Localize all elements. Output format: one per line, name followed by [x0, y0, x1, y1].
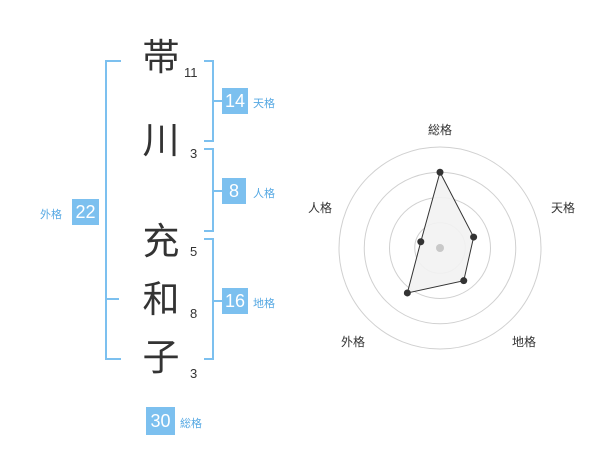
- jinkaku-connector: [214, 190, 222, 192]
- tenkaku-label: 天格: [253, 97, 275, 110]
- jinkaku-bracket: [204, 148, 214, 232]
- stroke-count-2: 3: [190, 146, 198, 161]
- radar-axis-label-soukaku: 総格: [428, 122, 452, 137]
- radar-axis-label-tenkaku: 天格: [551, 200, 575, 215]
- radar-axis-label-chikaku: 地格: [512, 334, 536, 349]
- name-char-3: 充: [142, 220, 180, 263]
- tenkaku-connector: [214, 100, 222, 102]
- tenkaku-bracket: [204, 60, 214, 142]
- jinkaku-label: 人格: [253, 187, 275, 200]
- radar-center-dot: [436, 244, 444, 252]
- chikaku-label: 地格: [253, 297, 275, 310]
- stroke-count-3: 5: [190, 244, 198, 259]
- name-char-5: 子: [142, 336, 180, 379]
- radar-polygon: [406, 170, 475, 294]
- radar-point-3: [460, 277, 468, 285]
- jinkaku-badge: 8: [222, 178, 246, 204]
- radar-axis-label-gaikaku: 外格: [341, 334, 365, 349]
- soukaku-badge: 30: [146, 407, 175, 435]
- chikaku-connector: [214, 300, 222, 302]
- chikaku-bracket: [204, 238, 214, 360]
- gaikaku-bracket-tick: [105, 298, 119, 300]
- radar-point-1: [436, 168, 444, 176]
- radar-point-4: [403, 289, 411, 297]
- stroke-count-1: 11: [184, 65, 198, 80]
- name-char-1: 帯: [142, 36, 180, 79]
- gaikaku-label: 外格: [40, 208, 62, 221]
- radar-ring-4: [338, 146, 542, 350]
- radar-point-5: [417, 238, 425, 246]
- gaikaku-bracket: [105, 60, 121, 360]
- stroke-count-4: 8: [190, 306, 198, 321]
- soukaku-label: 総格: [180, 417, 202, 430]
- gaikaku-badge: 22: [72, 199, 99, 225]
- name-char-4: 和: [142, 278, 180, 321]
- radar-axis-label-jinkaku: 人格: [308, 200, 332, 215]
- chikaku-badge: 16: [222, 288, 248, 314]
- name-char-2: 川: [142, 119, 180, 162]
- tenkaku-badge: 14: [222, 88, 248, 114]
- radar-point-2: [470, 233, 478, 241]
- stroke-count-5: 3: [190, 366, 198, 381]
